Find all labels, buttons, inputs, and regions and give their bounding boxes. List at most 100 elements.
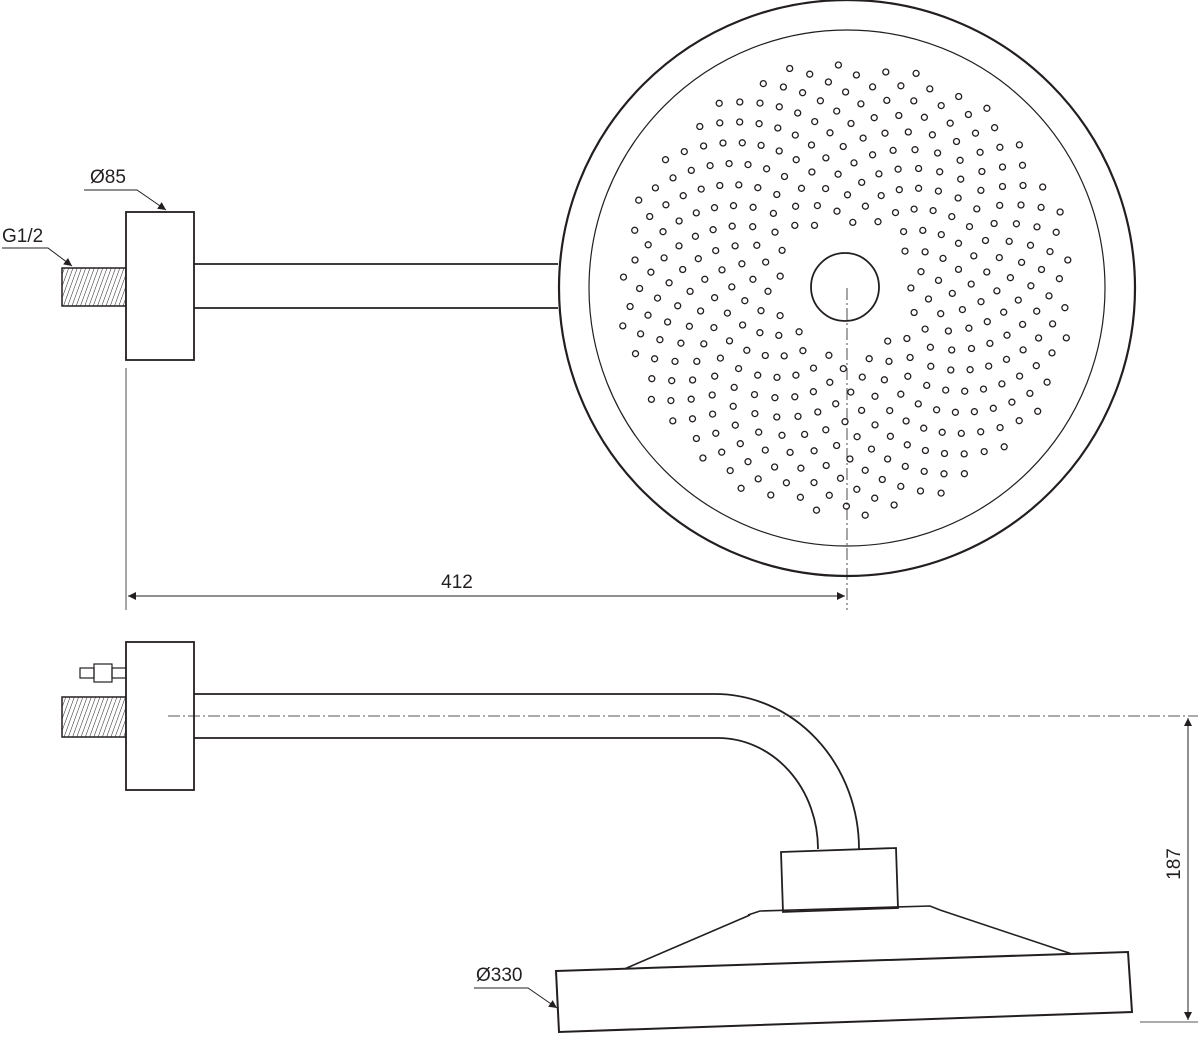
nozzle-dot bbox=[669, 417, 677, 425]
nozzle-dot bbox=[794, 412, 802, 421]
nozzle-dot bbox=[650, 355, 659, 363]
nozzle-dot bbox=[725, 159, 733, 168]
nozzle-pattern bbox=[619, 61, 1072, 519]
nozzle-dot bbox=[861, 466, 869, 474]
nozzle-dot bbox=[726, 466, 734, 475]
nozzle-dot bbox=[822, 154, 830, 162]
nozzle-dot bbox=[920, 113, 929, 121]
nozzle-dot bbox=[797, 464, 805, 472]
nozzle-dot bbox=[957, 429, 965, 438]
nozzle-dot bbox=[1045, 292, 1053, 300]
nozzle-dot bbox=[775, 147, 783, 155]
nozzle-dot bbox=[710, 204, 719, 212]
nozzle-dot bbox=[736, 98, 744, 106]
nozzle-dot bbox=[958, 305, 967, 314]
nozzle-dot bbox=[914, 164, 923, 173]
nozzle-dot bbox=[1048, 320, 1057, 328]
nozzle-dot bbox=[937, 310, 945, 318]
nozzle-dot bbox=[940, 449, 949, 458]
nozzle-dot bbox=[723, 309, 732, 317]
nozzle-dot bbox=[778, 431, 786, 439]
nozzle-dot bbox=[810, 447, 818, 455]
nozzle-dot bbox=[636, 330, 645, 338]
nozzle-dot bbox=[877, 191, 885, 200]
nozzle-dot bbox=[1034, 334, 1043, 342]
nozzle-dot bbox=[771, 394, 779, 402]
nozzle-dot bbox=[938, 428, 946, 436]
nozzle-dot bbox=[977, 298, 985, 306]
nozzle-dot bbox=[990, 124, 999, 132]
nozzle-dot bbox=[858, 178, 866, 187]
nozzle-dot bbox=[1055, 275, 1064, 283]
nozzle-dot bbox=[755, 428, 763, 436]
flange-diameter-label: Ø85 bbox=[90, 167, 126, 188]
nozzle-dot bbox=[923, 381, 931, 390]
nozzle-dot bbox=[948, 212, 956, 221]
nozzle-dot bbox=[865, 355, 873, 363]
nozzle-dot bbox=[776, 311, 784, 320]
nozzle-dot bbox=[786, 448, 794, 457]
nozzle-dot bbox=[1043, 378, 1051, 386]
nozzle-dot bbox=[826, 129, 834, 137]
nozzle-dot bbox=[839, 364, 847, 373]
nozzle-dot bbox=[834, 61, 843, 69]
nozzle-dot bbox=[761, 446, 769, 454]
nozzle-dot bbox=[756, 99, 764, 107]
nozzle-dot bbox=[687, 395, 695, 403]
nozzle-dot bbox=[711, 372, 719, 380]
nozzle-dot bbox=[932, 406, 941, 414]
nozzle-dot bbox=[782, 479, 791, 487]
nozzle-dot bbox=[882, 68, 890, 76]
nozzle-dot bbox=[646, 212, 654, 221]
nozzle-dot bbox=[929, 206, 937, 215]
nozzle-dot bbox=[824, 78, 833, 86]
nozzle-dot bbox=[822, 461, 830, 470]
nozzle-dot bbox=[978, 167, 986, 176]
nozzle-dot bbox=[871, 421, 879, 429]
nozzle-dot bbox=[691, 232, 700, 240]
nozzle-dot bbox=[753, 241, 761, 249]
nozzle-dot bbox=[709, 226, 717, 234]
nozzle-dot bbox=[890, 501, 898, 509]
nozzle-dot bbox=[847, 388, 855, 396]
top-view: 412 Ø85 G1/2 bbox=[2, 0, 1137, 610]
nozzle-dot bbox=[754, 475, 762, 483]
nozzle-dot bbox=[767, 491, 775, 499]
nozzle-dot bbox=[826, 378, 834, 386]
nozzle-dot bbox=[663, 318, 672, 326]
nozzle-dot bbox=[1000, 308, 1008, 316]
nozzle-dot bbox=[954, 239, 963, 247]
thread-size-label: G1/2 bbox=[2, 226, 43, 247]
nozzle-dot bbox=[814, 408, 822, 416]
nozzle-dot bbox=[970, 252, 978, 260]
nozzle-dot bbox=[977, 428, 985, 436]
nozzle-dot bbox=[920, 467, 928, 476]
nozzle-dot bbox=[810, 478, 818, 487]
nozzle-dot bbox=[857, 406, 866, 415]
nozzle-dot bbox=[998, 163, 1007, 171]
nozzle-dot bbox=[796, 493, 805, 501]
nozzle-dot bbox=[1046, 247, 1054, 256]
nozzle-dot bbox=[665, 279, 673, 287]
nozzle-dot bbox=[940, 470, 948, 478]
nozzle-dot bbox=[878, 475, 886, 484]
nozzle-dot bbox=[776, 272, 784, 280]
nozzle-dot bbox=[977, 186, 985, 195]
nozzle-dot bbox=[954, 265, 963, 274]
nozzle-dot bbox=[701, 275, 709, 283]
nozzle-dot bbox=[903, 441, 911, 449]
nozzle-dot bbox=[937, 230, 945, 239]
nozzle-dot bbox=[996, 201, 1004, 210]
nozzle-dot bbox=[907, 284, 915, 292]
nozzle-dot bbox=[939, 254, 947, 263]
nozzle-dot bbox=[797, 184, 806, 192]
nozzle-dot bbox=[952, 137, 961, 146]
nozzle-dot bbox=[712, 429, 720, 437]
nozzle-dot bbox=[660, 254, 668, 262]
nozzle-dot bbox=[867, 445, 876, 453]
nozzle-dot bbox=[791, 202, 800, 210]
nozzle-dot bbox=[773, 413, 781, 421]
nozzle-dot bbox=[669, 174, 677, 182]
nozzle-dot bbox=[993, 287, 1001, 295]
nozzle-dot bbox=[619, 273, 628, 281]
